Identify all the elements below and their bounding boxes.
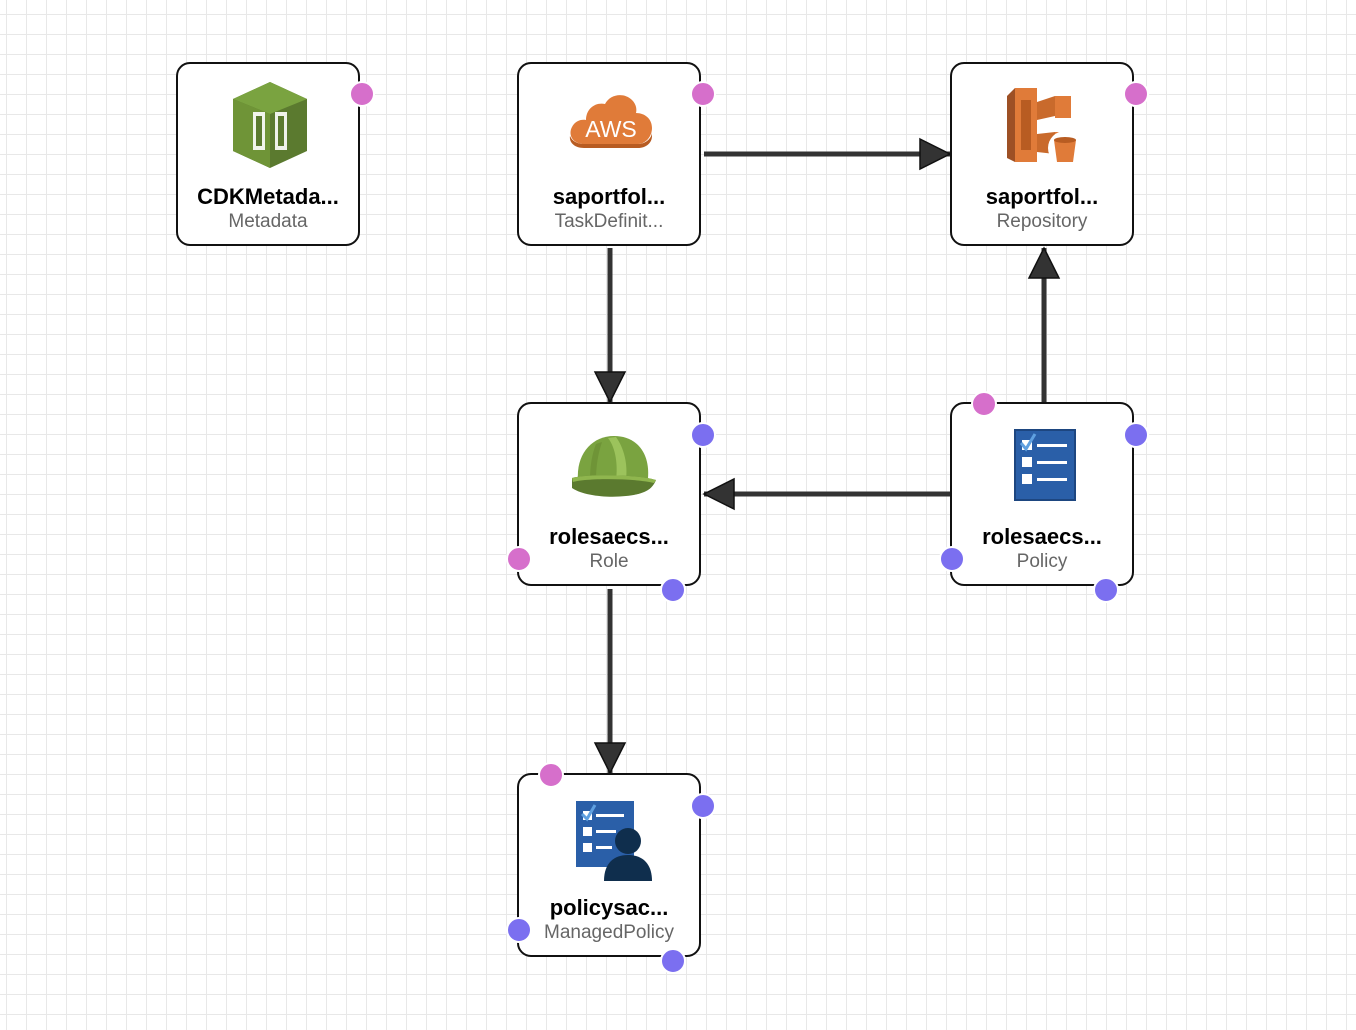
connection-port[interactable]	[690, 81, 716, 107]
node-type: ManagedPolicy	[544, 922, 674, 943]
connection-port[interactable]	[349, 81, 375, 107]
connection-port[interactable]	[690, 793, 716, 819]
connection-port[interactable]	[660, 948, 686, 974]
iam-policy-checklist-icon	[997, 418, 1091, 512]
connection-port[interactable]	[538, 762, 564, 788]
node-name: saportfol...	[985, 184, 1099, 209]
node-name: CDKMetada...	[197, 184, 339, 209]
connection-port[interactable]	[971, 391, 997, 417]
node-type: Repository	[996, 211, 1088, 232]
node-name: rolesaecs...	[549, 524, 669, 549]
connection-port[interactable]	[1123, 422, 1149, 448]
node-type: Policy	[1016, 551, 1068, 572]
connection-port[interactable]	[690, 422, 716, 448]
node-name: policysac...	[549, 895, 669, 920]
node-managed-policy[interactable]: policysac... ManagedPolicy	[506, 762, 716, 974]
node-cdk-metadata[interactable]: CDKMetada... Metadata	[176, 62, 375, 246]
connection-port[interactable]	[1123, 81, 1149, 107]
connection-port[interactable]	[660, 577, 686, 603]
svg-text:AWS: AWS	[585, 116, 637, 142]
node-type: Role	[589, 551, 629, 572]
iam-role-helmet-icon	[564, 418, 658, 512]
node-repository[interactable]: saportfol... Repository	[950, 62, 1149, 246]
ecr-repository-icon	[997, 78, 1091, 172]
iam-managed-policy-icon	[564, 789, 658, 883]
connection-port[interactable]	[506, 546, 532, 572]
node-type: Metadata	[228, 211, 308, 232]
node-task-definition[interactable]: AWS saportfol... TaskDefinit...	[517, 62, 716, 246]
node-type: TaskDefinit...	[554, 211, 664, 232]
connection-port[interactable]	[1093, 577, 1119, 603]
node-name: rolesaecs...	[982, 524, 1102, 549]
node-name: saportfol...	[552, 184, 666, 209]
node-role[interactable]: rolesaecs... Role	[506, 402, 716, 603]
cloudformation-icon	[223, 78, 317, 172]
aws-cloud-icon: AWS	[564, 78, 658, 172]
connection-port[interactable]	[506, 917, 532, 943]
node-policy[interactable]: rolesaecs... Policy	[939, 391, 1149, 603]
connection-port[interactable]	[939, 546, 965, 572]
